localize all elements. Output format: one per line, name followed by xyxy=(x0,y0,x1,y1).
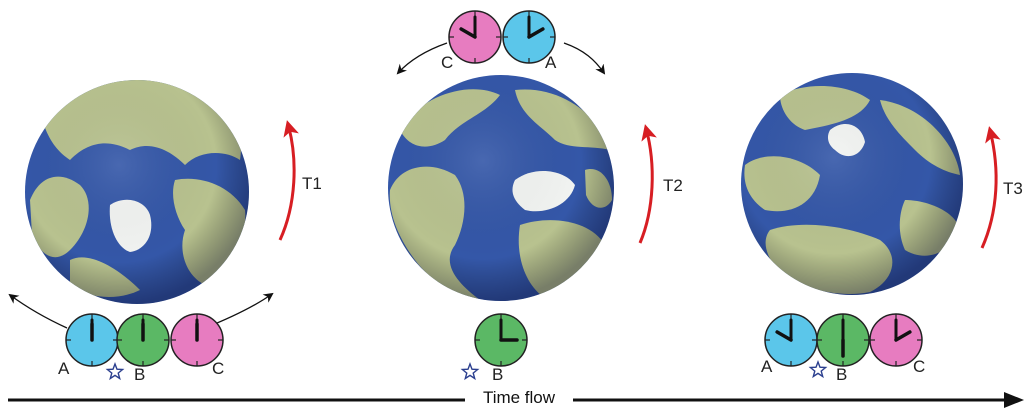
rotation-label-t2: T2 xyxy=(663,176,683,195)
earth-globe-t3 xyxy=(741,73,963,295)
clock-t3-a xyxy=(764,313,818,367)
rotation-arrow-t1 xyxy=(278,120,299,241)
clock-t3-b xyxy=(816,313,870,367)
star-icon xyxy=(460,362,480,381)
rotation-arrow-t3 xyxy=(980,126,1001,249)
star-icon xyxy=(808,360,828,379)
clock-t3-c xyxy=(869,313,923,367)
clock-t1-c xyxy=(170,313,224,367)
clock-t1-a xyxy=(65,313,119,367)
clock-label-t3-b: B xyxy=(836,365,848,384)
clock-hour-hand xyxy=(775,330,793,342)
clock-label-t2-c: C xyxy=(441,53,454,72)
clock-hour-hand xyxy=(527,27,545,39)
clock-label-t2-b: B xyxy=(492,365,504,384)
clock-t2-a xyxy=(502,10,556,64)
star-icon xyxy=(105,362,125,381)
clock-label-t2-a: A xyxy=(545,53,557,72)
rotation-label-t3: T3 xyxy=(1003,179,1023,198)
time-flow-label: Time flow xyxy=(465,389,573,406)
clock-spread-arrow-t2-right xyxy=(563,42,606,75)
clock-hour-hand xyxy=(459,27,477,39)
clock-label-t1-a: A xyxy=(58,359,70,378)
time-flow-arrowhead xyxy=(1004,392,1024,408)
rotation-arrow-t2 xyxy=(638,124,657,244)
rotation-label-t1: T1 xyxy=(302,174,322,193)
clock-label-t3-c: C xyxy=(913,357,926,376)
earth-globe-t1 xyxy=(25,80,249,304)
clock-hour-hand xyxy=(894,330,912,342)
clock-label-t3-a: A xyxy=(761,357,773,376)
clock-spread-arrow-t2-left xyxy=(396,42,448,75)
clock-label-t1-c: C xyxy=(212,359,225,378)
clock-t2-b xyxy=(474,313,528,367)
clock-spread-arrow-t1-left xyxy=(8,293,68,329)
clock-label-t1-b: B xyxy=(134,365,146,384)
clock-t2-c xyxy=(448,10,502,64)
earth-globe-t2 xyxy=(388,75,614,301)
clock-t1-b xyxy=(116,313,170,367)
